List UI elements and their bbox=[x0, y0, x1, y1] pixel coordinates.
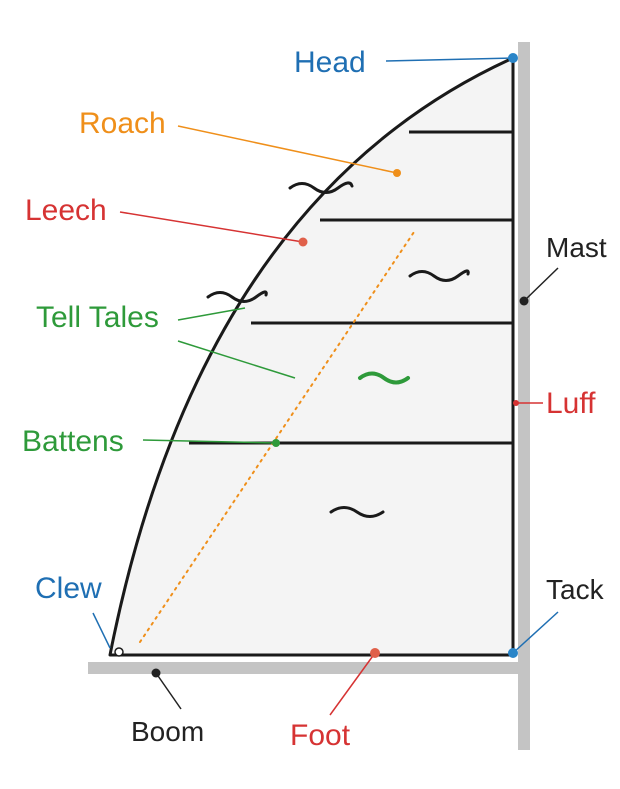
tell-tale-5 bbox=[329, 506, 385, 518]
tell-tale-2 bbox=[408, 269, 470, 282]
battens-dot bbox=[272, 439, 280, 447]
mast-dot bbox=[519, 296, 529, 306]
clew-dot bbox=[114, 647, 124, 657]
boom-dot bbox=[151, 668, 161, 678]
foot-label: Foot bbox=[290, 719, 351, 752]
tell-tales-leader-2 bbox=[177, 340, 296, 379]
luff-dot bbox=[513, 400, 519, 406]
tack-leader bbox=[512, 611, 559, 654]
tell-tales-label: Tell Tales bbox=[36, 301, 159, 334]
tell-tale-4 bbox=[358, 371, 410, 385]
head-leader bbox=[385, 57, 513, 62]
leech-label: Leech bbox=[25, 194, 107, 227]
roach-leader bbox=[177, 125, 398, 174]
roach-label: Roach bbox=[79, 107, 166, 140]
battens-leader bbox=[142, 439, 277, 444]
boom-label: Boom bbox=[131, 716, 204, 747]
mast-spar bbox=[518, 42, 530, 750]
head-label: Head bbox=[294, 46, 366, 79]
clew-leader bbox=[92, 612, 111, 649]
sail-body bbox=[108, 56, 515, 657]
foot-dot bbox=[370, 648, 380, 658]
tell-tales-leader-1 bbox=[177, 307, 246, 321]
head-dot bbox=[508, 53, 518, 63]
leech-leader bbox=[119, 211, 304, 243]
tell-tale-1 bbox=[288, 181, 354, 194]
leech-dot bbox=[298, 237, 308, 247]
sail-diagonal bbox=[139, 231, 415, 643]
battens-label: Battens bbox=[22, 425, 124, 458]
tack-dot bbox=[508, 648, 518, 658]
luff-label: Luff bbox=[546, 387, 596, 420]
mast-leader bbox=[523, 267, 559, 302]
roach-dot bbox=[393, 169, 401, 177]
tack-label: Tack bbox=[546, 574, 605, 605]
boom-spar bbox=[88, 662, 528, 674]
foot-leader bbox=[329, 652, 376, 716]
boom-leader bbox=[155, 672, 182, 710]
mast-label: Mast bbox=[546, 232, 607, 263]
clew-label: Clew bbox=[35, 572, 102, 605]
tell-tale-3 bbox=[206, 290, 268, 303]
